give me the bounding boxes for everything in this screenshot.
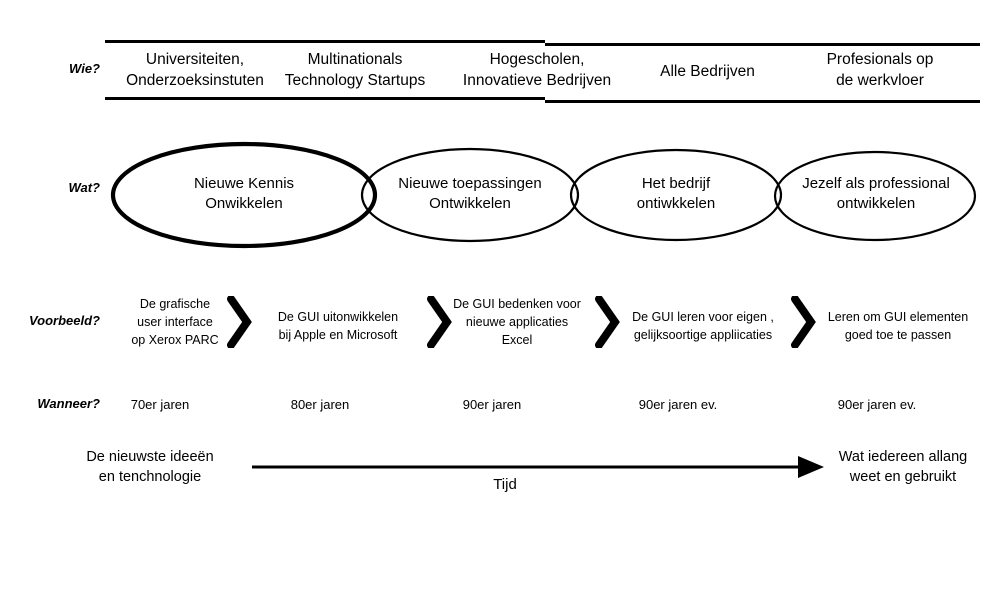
footer-right-line2: weet en gebruikt xyxy=(849,469,957,486)
who-cell-1-line2: Onderzoeksinstuten xyxy=(126,71,264,89)
row-label-wie: Wie? xyxy=(69,61,100,76)
ellipse-label-3: Het bedrijf ontiwkkelen xyxy=(588,174,764,215)
ellipse-label-4: Jezelf als professional ontwikkelen xyxy=(785,174,967,215)
example-cell-4-line1: De GUI leren voor eigen , xyxy=(632,310,774,324)
example-cell-4-line2: gelijksoortige appliicaties xyxy=(633,328,773,343)
who-cell-2-line1: Multinationals xyxy=(307,51,403,68)
example-cell-1: De grafische user interface op Xerox PAR… xyxy=(110,295,240,349)
who-cell-4-line1: Alle Bedrijven xyxy=(660,63,755,80)
footer-left-line1: De nieuwste ideeën xyxy=(86,449,214,465)
ellipse-label-2-line2: Ontwikkelen xyxy=(429,195,511,213)
example-cell-5: Leren om GUI elementen goed toe te passe… xyxy=(812,308,984,344)
header-top-rule-left xyxy=(105,40,545,43)
who-cell-4: Alle Bedrijven xyxy=(625,62,790,83)
ellipse-label-4-line2: ontwikkelen xyxy=(836,195,916,213)
example-cell-2-line2: bij Apple en Microsoft xyxy=(278,328,398,343)
when-cell-3: 90er jaren xyxy=(462,397,522,412)
ellipse-label-1-line1: Nieuwe Kennis xyxy=(193,175,295,192)
example-cell-2: De GUI uitonwikkelen bij Apple en Micros… xyxy=(252,308,424,344)
who-cell-3: Hogescholen, Innovatieve Bedrijven xyxy=(437,50,637,92)
example-cell-3-line3: Excel xyxy=(501,333,533,348)
who-cell-5-line1: Profesionals op xyxy=(826,51,934,68)
example-cell-1-line1: De grafische xyxy=(139,297,211,311)
who-cell-5-line2: de werkvloer xyxy=(836,71,924,89)
ellipse-label-3-line1: Het bedrijf xyxy=(641,175,711,192)
ellipse-label-2-line1: Nieuwe toepassingen xyxy=(398,175,542,192)
example-cell-1-line2: user interface xyxy=(137,315,213,330)
when-cell-5: 90er jaren ev. xyxy=(837,397,917,412)
example-cell-3-line1: De GUI bedenken voor xyxy=(453,297,581,311)
who-cell-2: Multinationals Technology Startups xyxy=(255,50,455,92)
when-cell-4: 90er jaren ev. xyxy=(638,397,718,412)
who-cell-3-line1: Hogescholen, xyxy=(489,51,585,68)
footer-left-caption: De nieuwste ideeën en tenchnologie xyxy=(60,447,240,488)
who-cell-2-line2: Technology Startups xyxy=(284,71,426,89)
header-top-rule-right xyxy=(545,43,980,46)
ellipse-label-4-line1: Jezelf als professional xyxy=(802,175,950,192)
footer-right-line1: Wat iedereen allang xyxy=(838,449,968,465)
who-cell-1: Universiteiten, Onderzoeksinstuten xyxy=(100,50,290,92)
ellipse-label-1-line2: Onwikkelen xyxy=(205,195,283,213)
who-cell-1-line1: Universiteiten, xyxy=(145,51,245,68)
footer-left-line2: en tenchnologie xyxy=(98,469,202,486)
example-cell-3-line2: nieuwe applicaties xyxy=(465,315,569,330)
who-cell-3-line2: Innovatieve Bedrijven xyxy=(462,71,612,89)
example-cell-4: De GUI leren voor eigen , gelijksoortige… xyxy=(613,308,793,344)
when-cell-2: 80er jaren xyxy=(290,397,350,412)
example-cell-5-line2: goed toe te passen xyxy=(844,328,952,343)
row-label-wat: Wat? xyxy=(68,180,100,195)
example-cell-1-line3: op Xerox PARC xyxy=(131,333,219,348)
footer-right-caption: Wat iedereen allang weet en gebruikt xyxy=(818,447,988,488)
header-bottom-rule-right xyxy=(545,100,980,103)
row-label-wanneer: Wanneer? xyxy=(37,396,100,411)
example-cell-3: De GUI bedenken voor nieuwe applicaties … xyxy=(437,295,597,349)
header-bottom-rule-left xyxy=(105,97,545,100)
ellipse-label-3-line2: ontiwkkelen xyxy=(636,195,716,213)
ellipse-label-1: Nieuwe Kennis Onwikkelen xyxy=(144,174,344,215)
example-cell-5-line1: Leren om GUI elementen xyxy=(827,310,969,324)
who-cell-5: Profesionals op de werkvloer xyxy=(790,50,970,92)
example-cell-2-line1: De GUI uitonwikkelen xyxy=(277,310,399,324)
axis-label-tijd: Tijd xyxy=(493,476,517,493)
ellipse-label-2: Nieuwe toepassingen Ontwikkelen xyxy=(373,174,567,215)
row-label-voorbeeld: Voorbeeld? xyxy=(28,313,100,328)
arrow-right-icon-timeline xyxy=(252,456,824,478)
when-cell-1: 70er jaren xyxy=(130,397,190,412)
